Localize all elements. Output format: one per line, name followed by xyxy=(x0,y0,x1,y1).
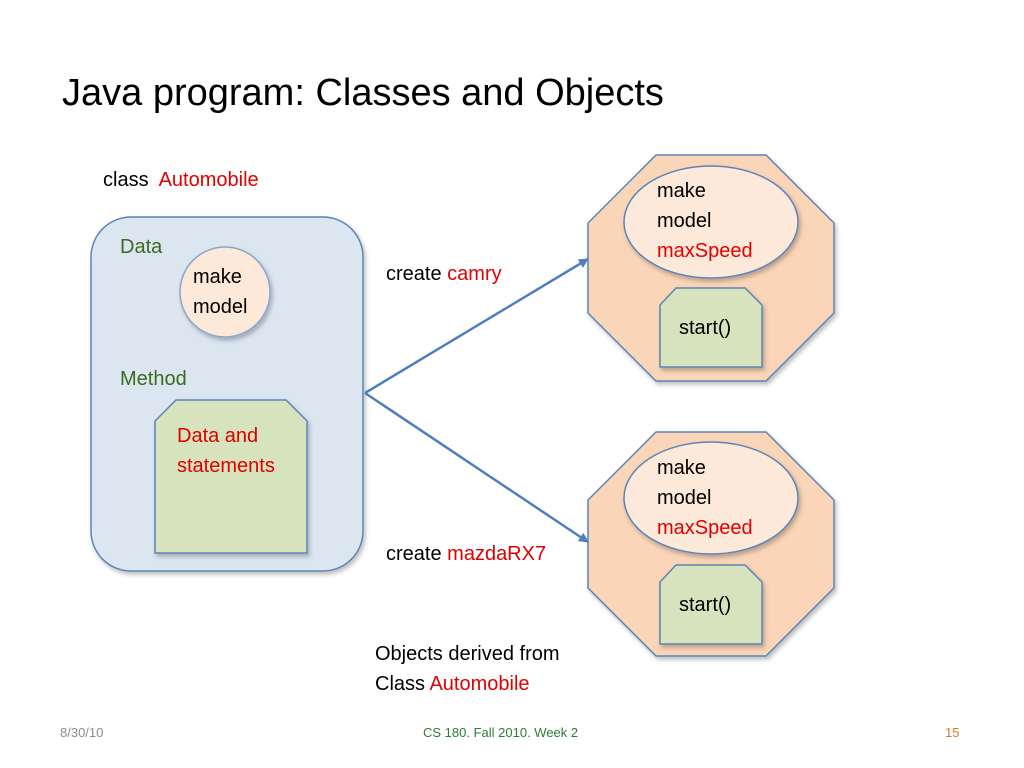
method-heading: Method xyxy=(120,368,187,390)
create-camry-object: camry xyxy=(447,263,502,285)
caption-class-name: Automobile xyxy=(429,673,530,695)
data-heading: Data xyxy=(120,236,163,258)
create-camry-label: create camry xyxy=(386,259,502,289)
object-mazda-field-make: make xyxy=(657,457,706,479)
create-camry-verb: create xyxy=(386,263,442,285)
method-box xyxy=(154,399,308,554)
class-keyword: class xyxy=(103,169,149,191)
caption-line1: Objects derived from xyxy=(375,643,560,665)
create-mazda-verb: create xyxy=(386,543,442,565)
object-mazda-field-maxspeed: maxSpeed xyxy=(657,517,753,539)
object-camry-field-maxspeed: maxSpeed xyxy=(657,240,753,262)
object-camry-method-box xyxy=(659,287,763,368)
create-mazda-label: create mazdaRX7 xyxy=(386,539,546,569)
data-field-make: make xyxy=(193,266,242,288)
slide-title: Java program: Classes and Objects xyxy=(62,72,664,114)
object-mazda-method-box xyxy=(659,564,763,645)
create-mazda-arrow xyxy=(364,391,589,544)
object-mazda-field-model: model xyxy=(657,487,712,509)
object-mazda-fields-ellipse xyxy=(623,441,799,555)
footer-date: 8/30/10 xyxy=(60,725,104,740)
data-field-model: model xyxy=(193,296,248,318)
footer-page-number: 15 xyxy=(945,725,960,740)
caption-prefix: Class xyxy=(375,673,426,695)
object-mazda-method: start() xyxy=(679,594,732,616)
method-body-line2: statements xyxy=(177,455,275,477)
class-name: Automobile xyxy=(158,169,259,191)
object-camry-fields-ellipse xyxy=(623,165,799,279)
footer-course: CS 180. Fall 2010. Week 2 xyxy=(423,725,579,740)
object-camry-method: start() xyxy=(679,317,732,339)
object-camry-field-make: make xyxy=(657,180,706,202)
create-camry-arrow xyxy=(364,257,589,395)
method-body-line1: Data and xyxy=(177,425,259,447)
data-fields-circle xyxy=(179,246,271,338)
class-label: class Automobile xyxy=(103,165,259,195)
caption-line2: Class Automobile xyxy=(375,669,530,699)
object-camry-field-model: model xyxy=(657,210,712,232)
create-mazda-object: mazdaRX7 xyxy=(447,543,547,565)
